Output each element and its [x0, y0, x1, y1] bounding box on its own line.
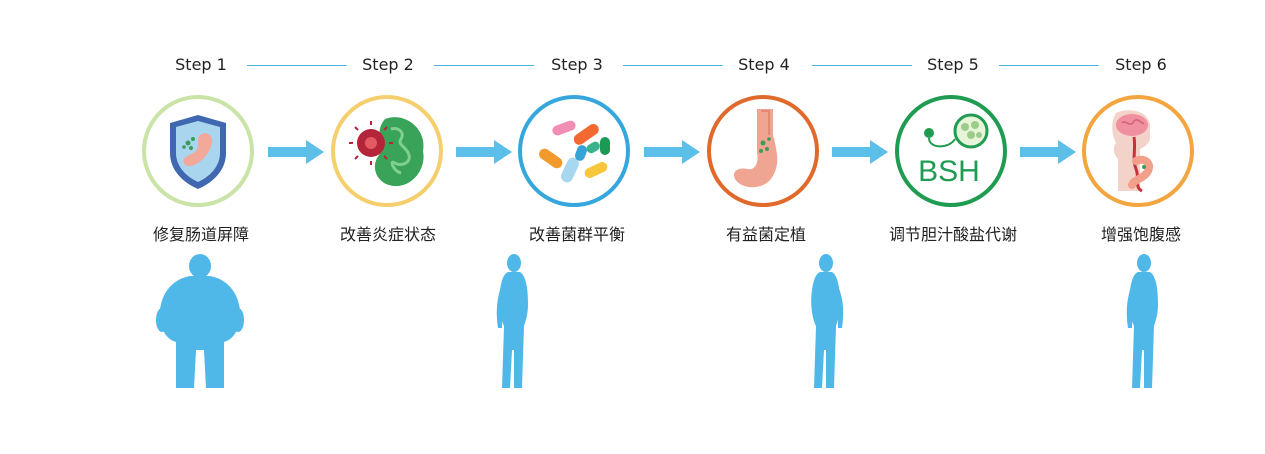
obese-figure-icon: [156, 254, 244, 388]
bsh-text: BSH: [918, 155, 980, 188]
slim-figure-icon: [1126, 254, 1158, 388]
step-4-circle: [707, 95, 819, 207]
step-3-label: Step 3: [551, 55, 603, 74]
step-1-label: Step 1: [175, 55, 227, 74]
step-1-caption: 修复肠道屏障: [152, 225, 249, 244]
right-arrow-icon: [456, 140, 512, 164]
step-4-caption: 有益菌定植: [725, 225, 806, 244]
step-1-circle: [142, 95, 254, 207]
step-6-label: Step 6: [1115, 55, 1167, 74]
step-5-label: Step 5: [927, 55, 979, 74]
right-arrow-icon: [1020, 140, 1076, 164]
step-3-circle: [518, 95, 630, 207]
step-6-caption: 增强饱腹感: [1100, 225, 1181, 244]
step-4-label: Step 4: [738, 55, 790, 74]
right-arrow-icon: [832, 140, 888, 164]
step-connector-line: [623, 65, 723, 66]
step-connector-line: [999, 65, 1099, 66]
step-3-caption: 改善菌群平衡: [528, 225, 625, 244]
slim-figure-icon: [496, 254, 528, 388]
step-2-label: Step 2: [362, 55, 414, 74]
step-2-caption: 改善炎症状态: [339, 225, 436, 244]
step-6-circle: [1082, 95, 1194, 207]
slim-figure-icon: [811, 254, 844, 388]
step-connector-line: [812, 65, 912, 66]
step-2-circle: [331, 95, 443, 207]
step-connector-line: [434, 65, 534, 66]
step-connector-line: [247, 65, 347, 66]
step-5-circle: BSH: [895, 95, 1007, 207]
right-arrow-icon: [644, 140, 700, 164]
step-5-caption: 调节胆汁酸盐代谢: [888, 225, 1017, 244]
right-arrow-icon: [268, 140, 324, 164]
